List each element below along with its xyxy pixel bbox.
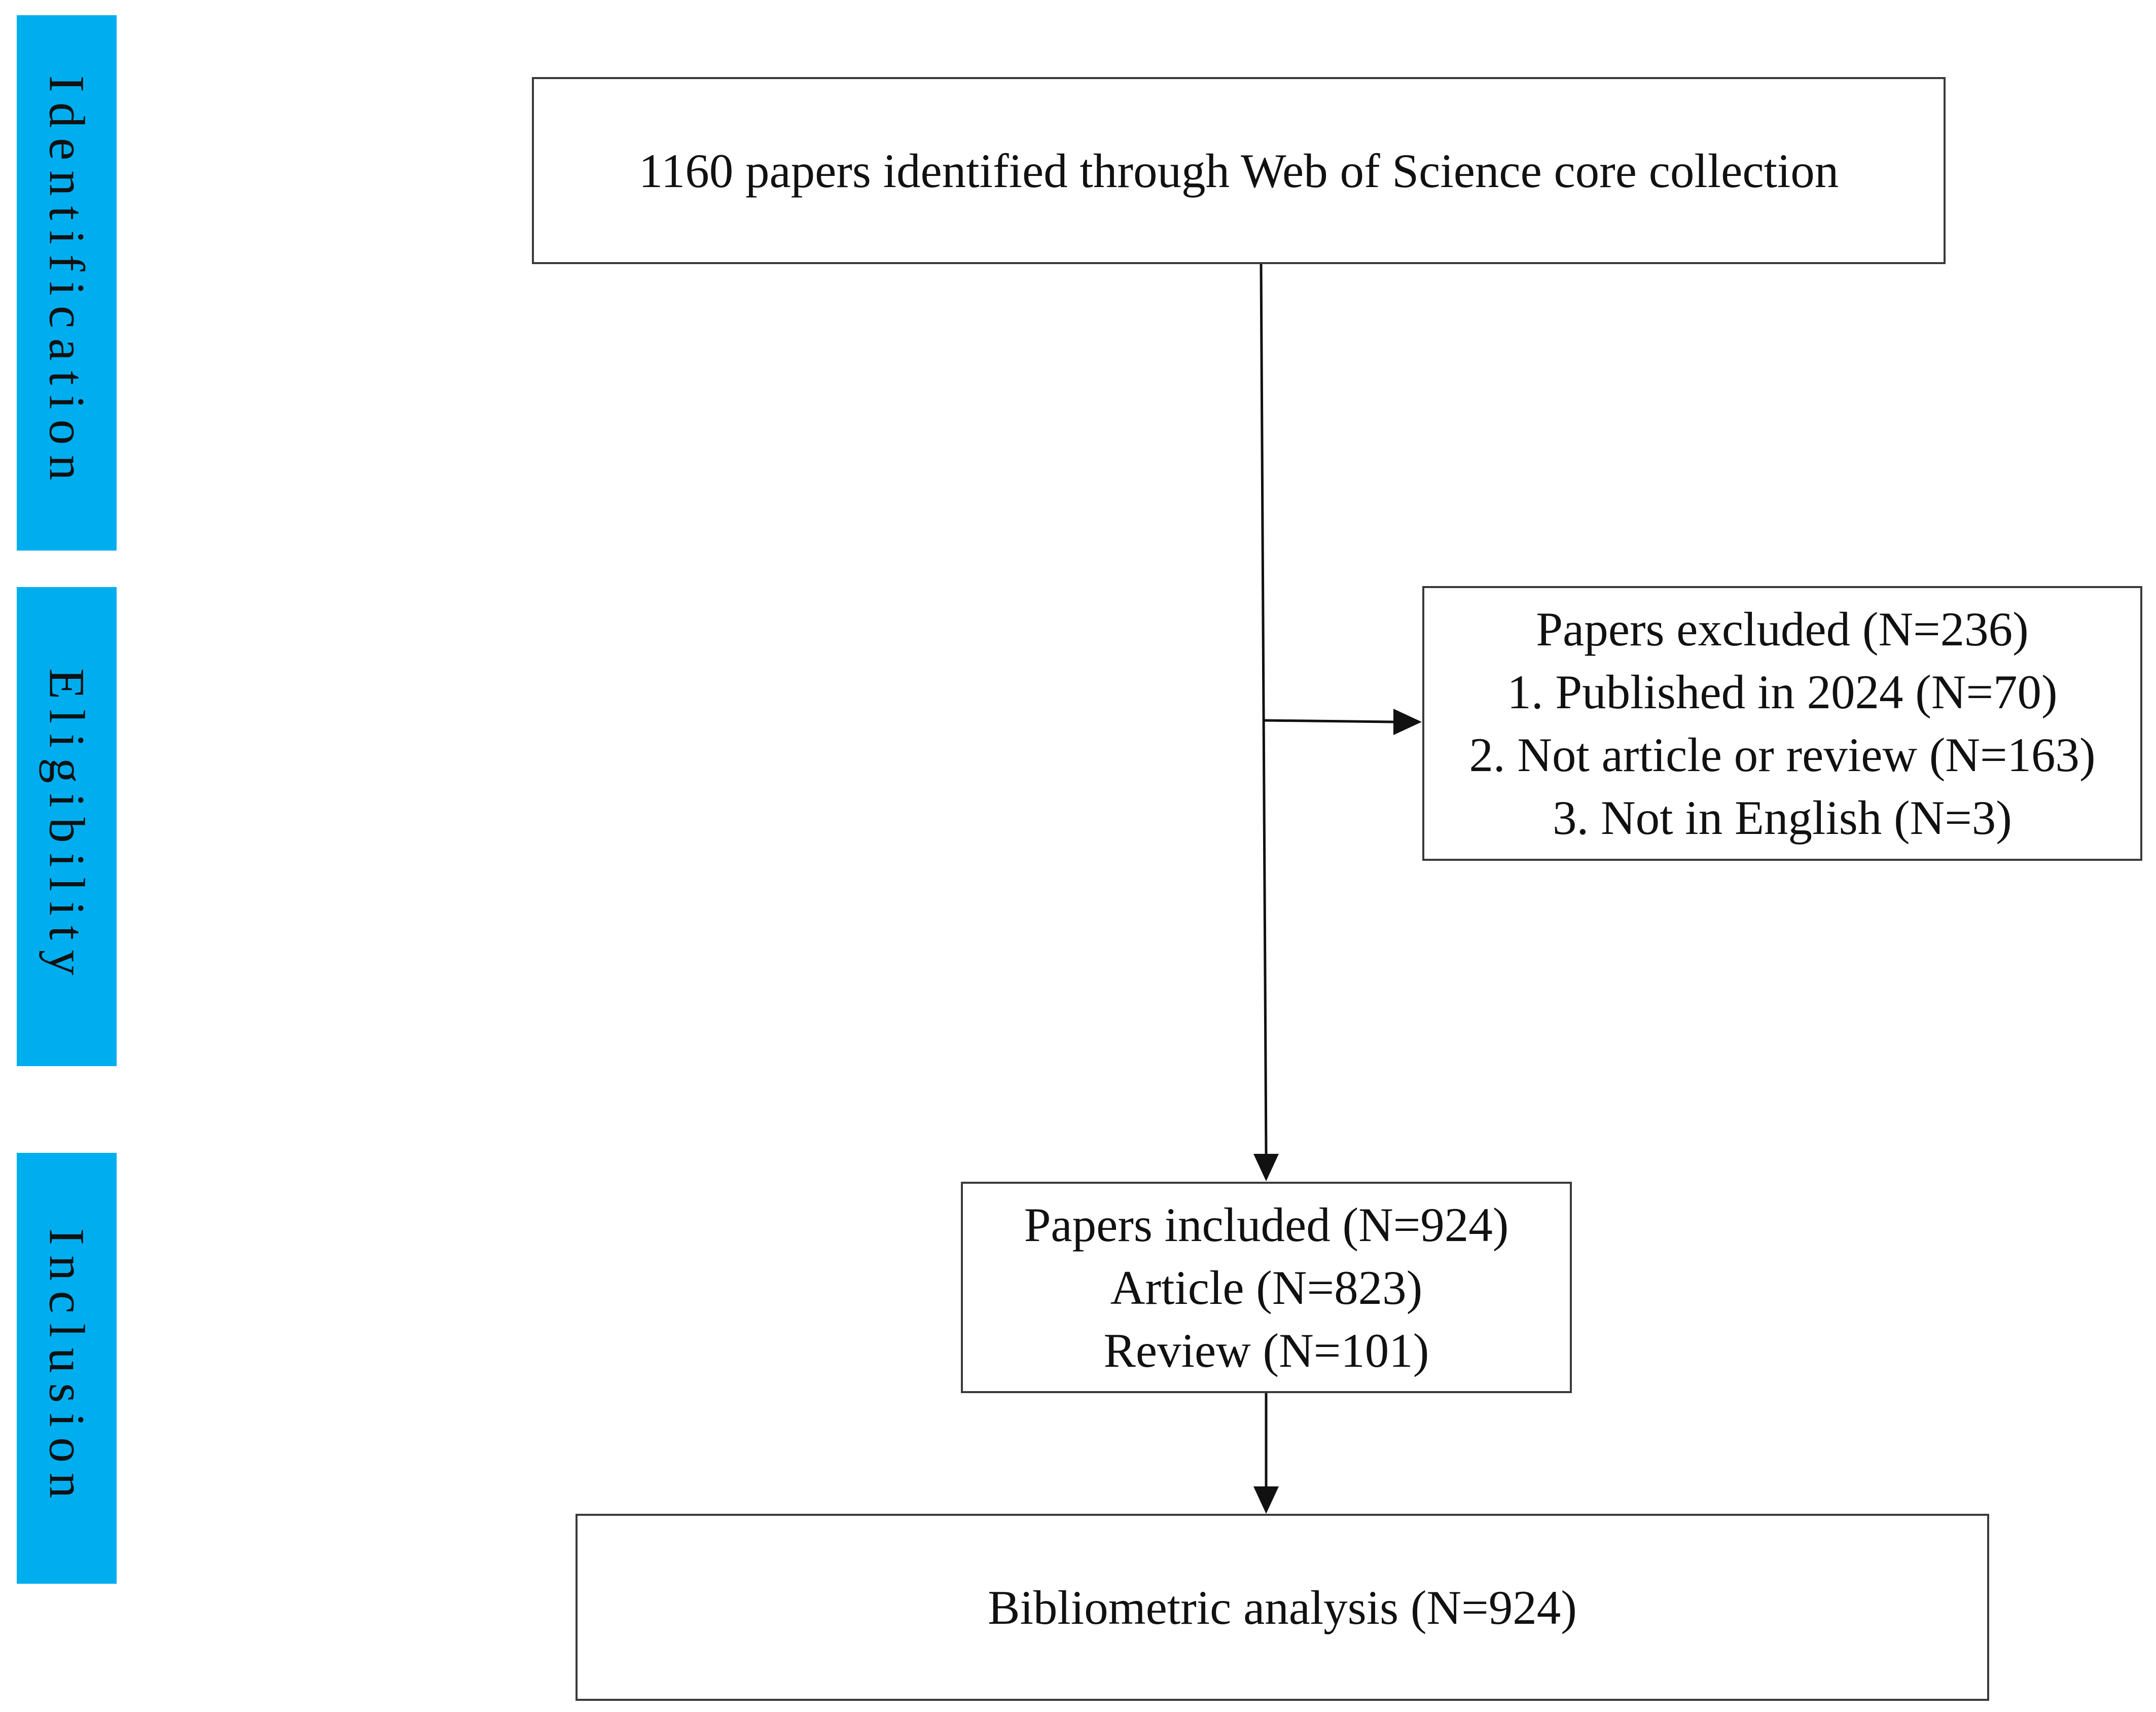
identified-text: 1160 papers identified through Web of Sc… [638, 143, 1839, 198]
included-box: Papers included (N=924) Article (N=823) … [961, 1182, 1572, 1393]
arrowhead-analysis [1253, 1486, 1279, 1514]
included-review: Review (N=101) [1103, 1323, 1429, 1377]
arrowhead-included [1253, 1154, 1279, 1181]
excluded-reason-2: 2. Not article or review (N=163) [1469, 728, 2096, 782]
analysis-text: Bibliometric analysis (N=924) [988, 1580, 1577, 1634]
excluded-reason-1: 1. Published in 2024 (N=70) [1507, 665, 2058, 719]
excluded-reason-3: 3. Not in English (N=3) [1553, 791, 2012, 845]
analysis-box: Bibliometric analysis (N=924) [576, 1514, 1989, 1701]
arrow-identified-to-included [1260, 264, 1268, 1154]
stage-bar-eligibility: Eligibility [17, 587, 117, 1066]
excluded-title: Papers excluded (N=236) [1536, 602, 2029, 656]
included-title: Papers included (N=924) [1024, 1197, 1509, 1252]
arrowhead-excluded [1393, 709, 1422, 735]
arrow-branch-to-excluded [1264, 719, 1394, 723]
stage-bar-inclusion: Inclusion [17, 1153, 117, 1584]
stage-bar-identification: Identification [17, 15, 117, 551]
included-article: Article (N=823) [1110, 1260, 1423, 1315]
identified-box: 1160 papers identified through Web of Sc… [532, 77, 1946, 264]
excluded-box: Papers excluded (N=236) 1. Published in … [1422, 586, 2142, 861]
